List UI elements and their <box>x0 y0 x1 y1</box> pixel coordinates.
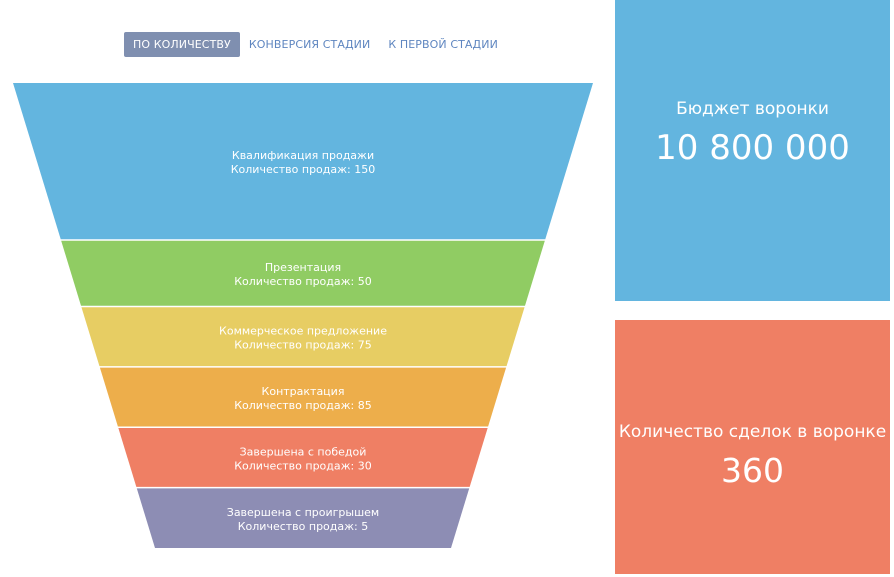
deals-count-tile: Количество сделок в воронке 360 <box>615 320 890 574</box>
deals-count-value: 360 <box>721 451 784 490</box>
tab-to-first-stage[interactable]: К ПЕРВОЙ СТАДИИ <box>388 38 498 51</box>
budget-tile: Бюджет воронки 10 800 000 <box>615 0 890 301</box>
funnel-stage-name: Презентация <box>265 261 341 274</box>
budget-label: Бюджет воронки <box>676 99 829 119</box>
funnel-stage-value: Количество продаж: 75 <box>234 339 372 352</box>
funnel-stage-name: Коммерческое предложение <box>219 325 387 338</box>
funnel-stage-value: Количество продаж: 85 <box>234 399 372 412</box>
funnel-stage[interactable] <box>61 240 545 306</box>
funnel-stage[interactable] <box>99 367 507 427</box>
deals-count-label: Количество сделок в воронке <box>618 422 887 442</box>
funnel-stage[interactable] <box>118 427 488 487</box>
funnel-stage[interactable] <box>81 307 525 367</box>
funnel-stage-name: Завершена с проигрышем <box>227 506 379 519</box>
funnel-view-tabs: ПО КОЛИЧЕСТВУ КОНВЕРСИЯ СТАДИИ К ПЕРВОЙ … <box>124 32 507 57</box>
funnel-stage-name: Завершена с победой <box>240 445 367 458</box>
budget-value: 10 800 000 <box>655 128 850 168</box>
funnel-stage-value: Количество продаж: 30 <box>234 459 372 472</box>
tab-by-count[interactable]: ПО КОЛИЧЕСТВУ <box>124 32 240 57</box>
tab-stage-conversion[interactable]: КОНВЕРСИЯ СТАДИИ <box>248 38 371 51</box>
funnel-stage-name: Контрактация <box>262 385 345 398</box>
funnel-stage[interactable] <box>136 488 470 548</box>
funnel-stage-value: Количество продаж: 50 <box>234 275 372 288</box>
funnel-stage-name: Квалификация продажи <box>232 149 374 162</box>
funnel-stage[interactable] <box>13 83 593 240</box>
funnel-stage-value: Количество продаж: 150 <box>231 163 376 176</box>
funnel-stage-value: Количество продаж: 5 <box>238 520 369 533</box>
